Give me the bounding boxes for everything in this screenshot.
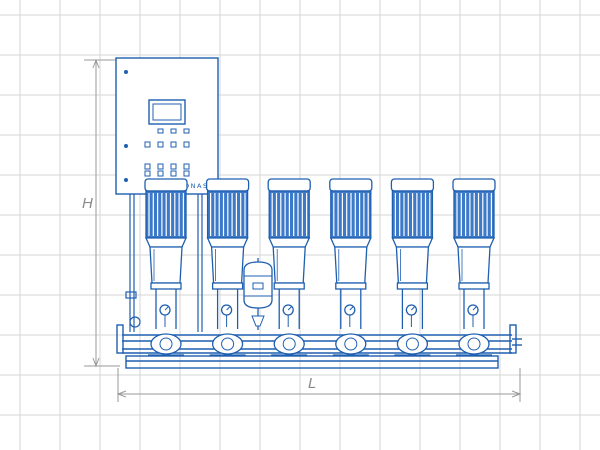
pump-flange	[211, 282, 244, 290]
expansion-tank	[243, 258, 273, 330]
check-valve	[211, 333, 244, 355]
cabinet-supports	[125, 194, 203, 332]
motor-cap	[267, 178, 311, 192]
motor-cap	[329, 178, 373, 192]
pump-flange	[273, 282, 305, 290]
pump-column	[457, 246, 491, 284]
base-frame	[125, 355, 499, 369]
control-cabinet	[115, 57, 219, 195]
check-valve	[396, 333, 429, 355]
check-valve	[150, 333, 182, 355]
motor-fins	[394, 193, 431, 236]
pump-column	[149, 246, 183, 284]
motor-cap	[452, 178, 496, 192]
pump-flange	[396, 282, 429, 290]
pump-4	[329, 178, 373, 356]
pump-column	[272, 246, 306, 284]
pump-1	[144, 178, 188, 356]
motor-adapter	[329, 237, 372, 248]
pump-group	[144, 178, 496, 356]
cabinet-buttons	[144, 128, 190, 177]
length-label: L	[308, 375, 316, 392]
motor-fins	[148, 193, 184, 236]
pump-flange	[150, 282, 182, 290]
motor-cap	[390, 178, 435, 192]
check-valve	[458, 333, 490, 355]
check-valve	[273, 333, 305, 355]
height-label: H	[82, 195, 93, 212]
motor-cap	[205, 178, 250, 192]
length-dimension	[116, 368, 522, 402]
pump-flange	[458, 282, 490, 290]
pump-column	[210, 246, 245, 284]
motor-fins	[271, 193, 308, 236]
height-dimension	[84, 58, 120, 368]
pump-flange	[335, 282, 367, 290]
motor-fins	[456, 193, 492, 236]
motor-adapter	[268, 237, 311, 248]
motor-cap	[144, 178, 188, 192]
pump-5	[390, 178, 435, 356]
pump-column	[334, 246, 368, 284]
motor-adapter	[391, 237, 434, 248]
motor-adapter	[144, 237, 188, 248]
pump-6	[452, 178, 496, 356]
check-valve	[335, 333, 367, 355]
pump-2	[205, 178, 250, 356]
motor-adapter	[452, 237, 496, 248]
brand-label: CRONAS	[172, 182, 209, 190]
manifold-pipes	[116, 324, 522, 354]
pump-3	[267, 178, 311, 356]
pump-column	[395, 246, 430, 284]
motor-fins	[333, 193, 369, 236]
motor-fins	[210, 193, 246, 236]
motor-adapter	[206, 237, 249, 248]
